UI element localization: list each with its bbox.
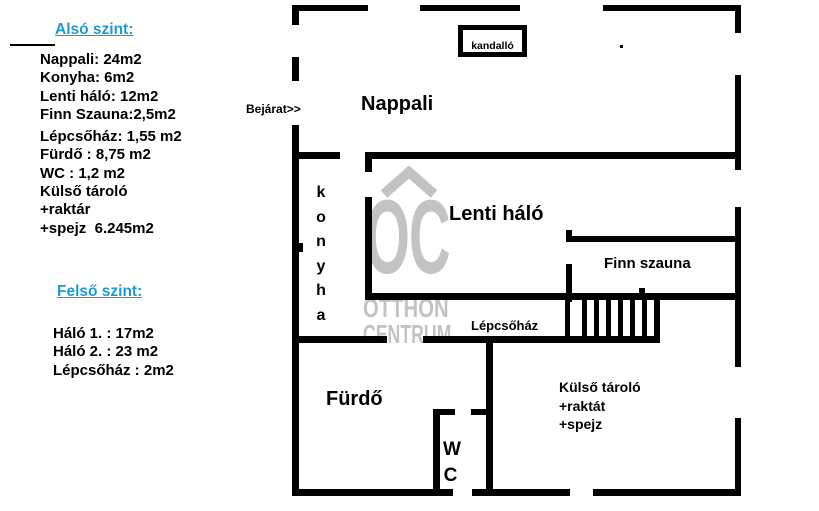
kulso-line1: Külső tároló (559, 379, 641, 395)
wall-wc-top-right (471, 409, 487, 415)
stair-bar (582, 300, 587, 337)
wall-lentihalo-bottom (365, 293, 741, 300)
list-item: +raktár (40, 201, 91, 219)
list-item: Külső tároló (40, 183, 128, 201)
wall-left-lower (292, 125, 299, 496)
stair-bar (654, 300, 660, 337)
wall-konyha-divider-lower (365, 197, 372, 300)
list-item: WC : 1,2 m2 (40, 164, 126, 182)
wall-top-right (603, 5, 741, 11)
wall-tarolo-divider (486, 340, 493, 496)
wall-bottom-middle (472, 489, 570, 496)
list-item: +spejz 6.245m2 (40, 219, 154, 237)
list-item: Fürdő : 8,75 m2 (40, 146, 151, 164)
lower-level-list: Nappali: 24m2 Konyha: 6m2 Lenti háló: 12… (40, 51, 182, 238)
wall-right-seg2 (735, 75, 741, 170)
entrance-label: Bejárat>> (246, 102, 301, 116)
stair-bar (594, 300, 599, 337)
stair-bar (565, 300, 570, 337)
room-label-konyha: konyha (316, 184, 326, 324)
wall-top-left (293, 5, 368, 11)
room-label-furdo: Fürdő (326, 388, 383, 410)
watermark-logo: OC (365, 179, 451, 296)
room-label-kulso-tarolo: Külső tároló +raktát +spejz (559, 378, 641, 434)
list-item: Finn Szauna:2,5m2 (40, 105, 176, 123)
wall-left-bump (296, 243, 303, 252)
kulso-line3: +spejz (559, 416, 603, 432)
room-label-finn-szauna: Finn szauna (604, 255, 691, 272)
list-item: Lépcsőház : 2m2 (53, 361, 174, 379)
stair-bar (630, 300, 635, 337)
wall-wc-top-left (433, 409, 455, 415)
fireplace-label: kandalló (471, 40, 514, 52)
list-item: Háló 2. : 23 m2 (53, 343, 159, 361)
wall-corridor-bottom (423, 336, 660, 343)
list-item: Konyha: 6m2 (40, 69, 135, 87)
heading-underline-extension (10, 44, 55, 46)
plan-dot-artifact (620, 45, 623, 48)
lower-level-heading: Alsó szint: (55, 21, 134, 38)
wall-tick (639, 288, 645, 294)
wall-konyha-divider-upper (365, 152, 372, 172)
stair-bar (618, 300, 623, 337)
wall-nappali-bottom-left (293, 152, 340, 159)
wall-bottom-right (593, 489, 741, 496)
wall-szauna-doorjamb (566, 230, 572, 237)
list-item: Lépcsőház: 1,55 m2 (40, 128, 182, 146)
wall-right-seg4 (735, 418, 741, 496)
wall-szauna-left (566, 264, 572, 302)
kulso-line2: +raktát (559, 397, 606, 414)
upper-level-list: Háló 1. : 17m2 Háló 2. : 23 m2 Lépcsőház… (53, 325, 174, 380)
wall-nappali-bottom-right (365, 152, 741, 159)
list-item: Lenti háló: 12m2 (40, 87, 159, 105)
fireplace-box: kandalló (458, 25, 527, 57)
wall-wc-left (433, 409, 440, 496)
room-label-lenti-halo: Lenti háló (449, 203, 544, 225)
room-label-lepcsohaz: Lépcsőház (471, 318, 539, 333)
room-label-nappali: Nappali (361, 93, 434, 115)
list-item: Háló 1. : 17m2 (53, 325, 154, 342)
wall-szauna-top (566, 236, 741, 242)
upper-level-heading: Felső szint: (57, 283, 143, 300)
wall-top-middle (420, 5, 520, 11)
wall-left-upper (292, 5, 299, 25)
wall-bottom-left (293, 489, 453, 496)
room-label-wc: WC (443, 439, 461, 486)
watermark-roof-icon (380, 166, 438, 198)
stair-bar (606, 300, 611, 337)
wall-right-seg1 (735, 5, 741, 33)
list-item: Nappali: 24m2 (40, 51, 142, 68)
wall-right-seg3 (735, 207, 741, 367)
watermark-text-line2: CENTRUM (363, 319, 452, 349)
wall-left-mid (292, 57, 299, 81)
wall-furdo-top (293, 336, 387, 343)
stair-bar (642, 300, 647, 337)
